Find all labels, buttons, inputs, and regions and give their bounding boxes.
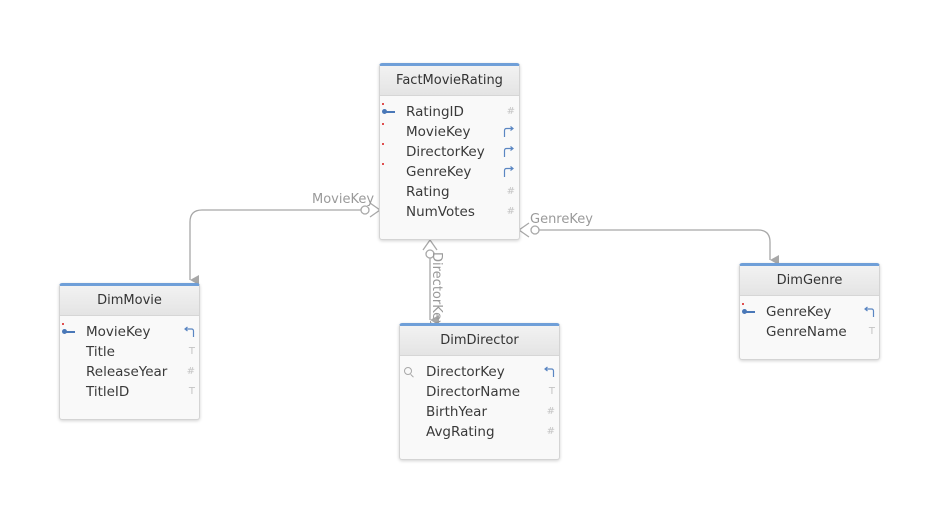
- attribute-name: DirectorKey: [426, 364, 505, 380]
- attribute-row[interactable]: GenreKey: [740, 302, 879, 322]
- edge-directorkey[interactable]: DirectorKey: [422, 239, 444, 328]
- attribute-name: TitleID: [86, 384, 130, 400]
- text-type-icon: T: [188, 386, 195, 397]
- attribute-name: MovieKey: [86, 324, 151, 340]
- attribute-name: GenreKey: [406, 164, 472, 180]
- foreign-key-link-icon: [503, 146, 514, 157]
- attribute-row[interactable]: DirectorName T: [400, 382, 559, 402]
- attribute-name: Rating: [406, 184, 450, 200]
- attribute-row[interactable]: TitleID T: [60, 382, 199, 402]
- crowfoot-icon: [422, 239, 438, 251]
- text-type-icon: T: [548, 386, 555, 397]
- attribute-row[interactable]: DirectorKey: [400, 362, 559, 382]
- edge-genrekey-line: [539, 229, 779, 265]
- attribute-name: AvgRating: [426, 424, 495, 440]
- number-type-icon: #: [186, 366, 195, 377]
- attribute-name: BirthYear: [426, 404, 487, 420]
- referenced-key-icon: [544, 366, 555, 377]
- text-type-icon: T: [868, 326, 875, 337]
- attribute-row[interactable]: MovieKey: [380, 122, 519, 142]
- attribute-name: DirectorName: [426, 384, 521, 400]
- entity-title: DimMovie: [60, 286, 199, 316]
- required-marker-icon: [382, 103, 384, 105]
- attribute-row[interactable]: Rating #: [380, 182, 519, 202]
- edge-moviekey-line: [189, 209, 366, 285]
- attribute-name: GenreKey: [766, 304, 832, 320]
- attribute-row[interactable]: MovieKey: [60, 322, 199, 342]
- number-type-icon: #: [506, 106, 515, 117]
- entity-title: DimGenre: [740, 266, 879, 296]
- attribute-row[interactable]: Title T: [60, 342, 199, 362]
- optional-circle-icon: [360, 205, 370, 215]
- number-type-icon: #: [546, 406, 555, 417]
- attribute-name: DirectorKey: [406, 144, 485, 160]
- attribute-row[interactable]: NumVotes #: [380, 202, 519, 222]
- foreign-key-link-icon: [503, 166, 514, 177]
- crowfoot-icon: [369, 202, 381, 218]
- attribute-name: NumVotes: [406, 204, 475, 220]
- foreign-key-link-icon: [503, 126, 514, 137]
- required-marker-icon: [382, 123, 384, 125]
- optional-circle-icon: [425, 249, 435, 259]
- edge-label-directorkey: DirectorKey: [429, 252, 444, 328]
- edge-label-genrekey: GenreKey: [530, 212, 593, 227]
- required-marker-icon: [382, 143, 384, 145]
- primary-key-icon: [742, 309, 755, 314]
- optional-circle-icon: [530, 225, 540, 235]
- edge-moviekey[interactable]: MovieKey: [189, 192, 381, 285]
- attribute-name: Title: [86, 344, 115, 360]
- attribute-row[interactable]: DirectorKey: [380, 142, 519, 162]
- attribute-row[interactable]: AvgRating #: [400, 422, 559, 442]
- primary-key-icon: [382, 109, 395, 114]
- number-type-icon: #: [506, 186, 515, 197]
- referenced-key-icon: [864, 306, 875, 317]
- entity-title: DimDirector: [400, 326, 559, 356]
- attribute-row[interactable]: GenreName T: [740, 322, 879, 342]
- entity-title: FactMovieRating: [380, 66, 519, 96]
- attribute-row[interactable]: ReleaseYear #: [60, 362, 199, 382]
- number-type-icon: #: [546, 426, 555, 437]
- primary-key-icon: [62, 329, 75, 334]
- attribute-row[interactable]: BirthYear #: [400, 402, 559, 422]
- required-marker-icon: [742, 303, 744, 305]
- required-marker-icon: [62, 323, 64, 325]
- index-key-icon: [404, 367, 412, 375]
- attribute-row[interactable]: GenreKey: [380, 162, 519, 182]
- text-type-icon: T: [188, 346, 195, 357]
- attribute-name: MovieKey: [406, 124, 471, 140]
- attribute-name: RatingID: [406, 104, 464, 120]
- referenced-key-icon: [184, 326, 195, 337]
- required-marker-icon: [382, 163, 384, 165]
- edge-label-moviekey: MovieKey: [312, 192, 374, 207]
- attribute-row[interactable]: RatingID #: [380, 102, 519, 122]
- number-type-icon: #: [506, 206, 515, 217]
- edge-genrekey[interactable]: GenreKey: [518, 212, 779, 265]
- attribute-name: ReleaseYear: [86, 364, 168, 380]
- crowfoot-icon: [518, 222, 530, 238]
- attribute-name: GenreName: [766, 324, 847, 340]
